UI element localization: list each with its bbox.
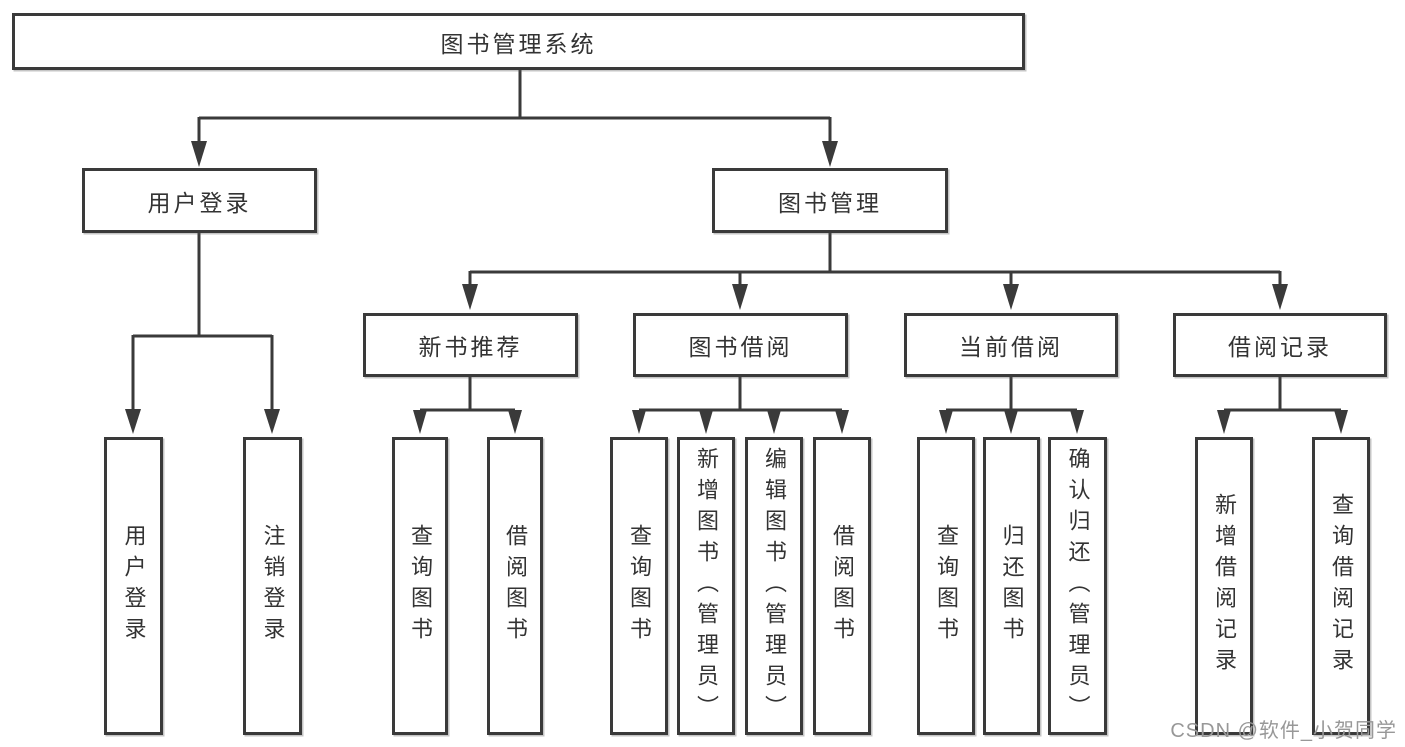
node-leaf-borrow-books-recommend: 借阅图书 [487,437,543,735]
node-leaf-query-books-current: 查询图书 [917,437,975,735]
node-user-login: 用户登录 [82,168,317,233]
node-book-borrowing: 图书借阅 [633,313,848,377]
node-leaf-logout: 注销登录 [243,437,302,735]
node-leaf-query-books-borrowing: 查询图书 [610,437,668,735]
arrowheads [125,141,1348,434]
node-leaf-add-books-admin: 新增图书（管理员） [677,437,735,735]
node-leaf-borrow-books-borrowing: 借阅图书 [813,437,871,735]
node-leaf-user-login: 用户登录 [104,437,163,735]
node-leaf-query-borrow-record: 查询借阅记录 [1312,437,1370,735]
node-leaf-confirm-return-admin: 确认归还（管理员） [1048,437,1107,735]
node-current-borrowing: 当前借阅 [904,313,1118,377]
node-leaf-return-books: 归还图书 [983,437,1040,735]
node-leaf-edit-books-admin: 编辑图书（管理员） [745,437,803,735]
node-library-system: 图书管理系统 [12,13,1025,70]
node-leaf-query-books-recommend: 查询图书 [392,437,448,735]
node-leaf-add-borrow-record: 新增借阅记录 [1195,437,1253,735]
node-borrowing-records: 借阅记录 [1173,313,1387,377]
csdn-watermark: CSDN @软件_小贺同学 [1170,720,1397,742]
node-book-management: 图书管理 [712,168,948,233]
node-new-book-recommendation: 新书推荐 [363,313,578,377]
